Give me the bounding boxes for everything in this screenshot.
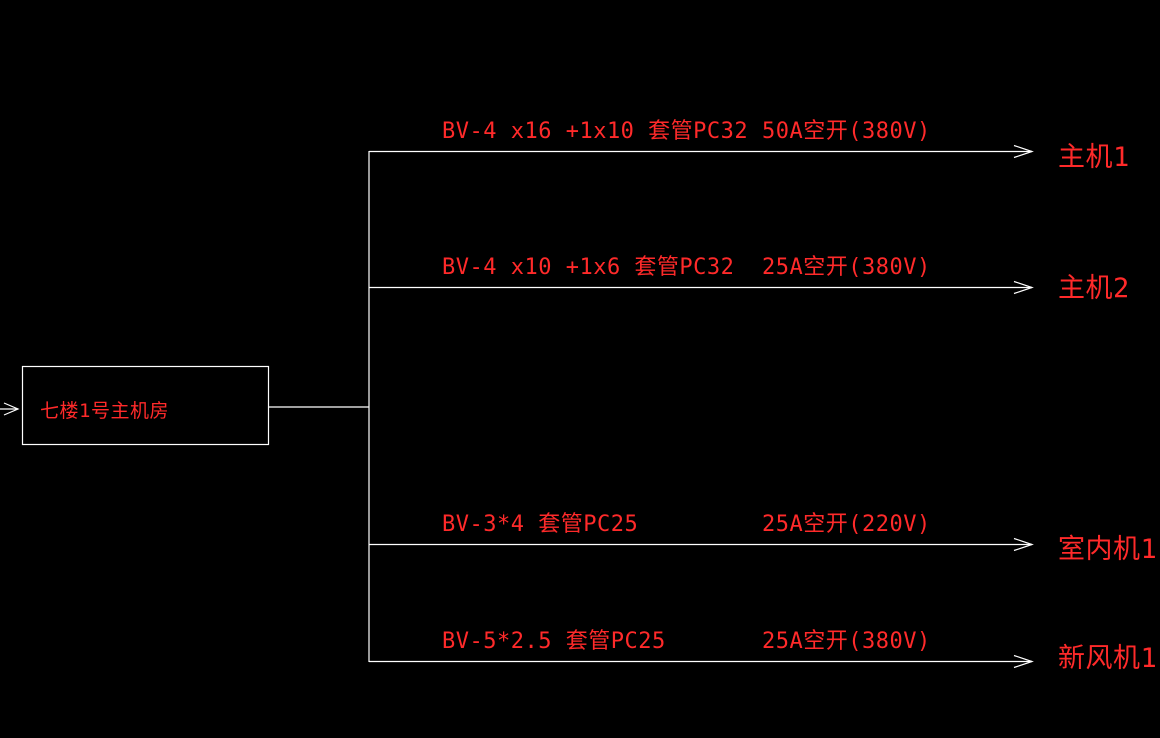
branch-4-line xyxy=(369,654,1034,669)
branch-2-cable-spec: BV-4 x10 +1x6 套管PC32 xyxy=(442,255,735,280)
branch-1-destination: 主机1 xyxy=(1058,142,1130,173)
branch-4-breaker: 25A空开(380V) xyxy=(762,629,931,654)
branch-4-destination: 新风机1 xyxy=(1058,643,1158,674)
incoming-feed-arrow xyxy=(0,402,20,416)
source-box xyxy=(21,365,270,446)
branch-1-line xyxy=(369,144,1034,159)
branch-4-cable-spec: BV-5*2.5 套管PC25 xyxy=(442,629,666,654)
branch-2-breaker: 25A空开(380V) xyxy=(762,255,931,280)
branch-1-cable-spec: BV-4 x16 +1x10 套管PC32 xyxy=(442,119,749,144)
branch-3-breaker: 25A空开(220V) xyxy=(762,512,931,537)
source-label: 七楼1号主机房 xyxy=(40,400,169,422)
branch-2-line xyxy=(369,280,1034,295)
branch-3-destination: 室内机1 xyxy=(1058,534,1158,565)
branch-3-line xyxy=(369,537,1034,552)
branch-1-breaker: 50A空开(380V) xyxy=(762,119,931,144)
branch-3-cable-spec: BV-3*4 套管PC25 xyxy=(442,512,639,537)
branch-2-destination: 主机2 xyxy=(1058,273,1130,304)
